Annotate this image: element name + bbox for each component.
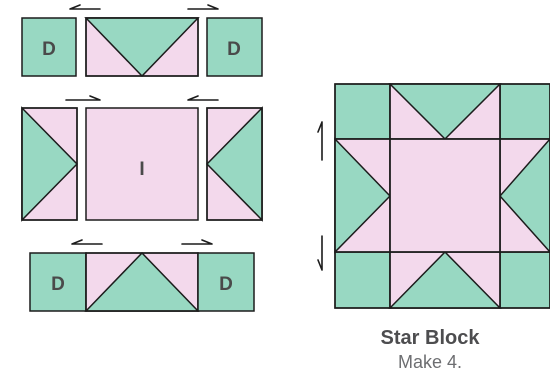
- corner-label-top-left: D: [42, 39, 56, 60]
- assembly-bottom-row: D D: [29, 239, 255, 312]
- press-arrow-left-icon: [187, 95, 219, 101]
- press-arrow-left-icon: [71, 239, 103, 245]
- assembly-top-row: D D: [21, 4, 263, 78]
- corner-label-bottom-right: D: [219, 274, 233, 295]
- flying-geese-bottom: [84, 251, 200, 312]
- press-arrow-left-icon: [69, 4, 101, 10]
- block-title: Star Block: [380, 327, 480, 349]
- corner-label-bottom-left: D: [51, 274, 65, 295]
- center-square: [85, 107, 199, 221]
- flying-geese-right: [205, 106, 263, 222]
- seam-arrow-down-icon: [317, 235, 323, 271]
- seam-arrow-up-icon: [317, 121, 323, 161]
- press-arrow-right-icon: [181, 239, 213, 245]
- block-subtitle: Make 4.: [397, 352, 463, 372]
- press-arrow-right-icon: [187, 4, 219, 10]
- flying-geese-left: [21, 106, 79, 222]
- finished-star-block: [317, 83, 550, 309]
- corner-square-bottom-left: [29, 252, 87, 312]
- flying-geese-top: [84, 17, 200, 78]
- corner-label-top-right: D: [227, 39, 241, 60]
- corner-square-top-left: [21, 17, 77, 77]
- corner-square-bottom-right: [197, 252, 255, 312]
- corner-square-top-right: [206, 17, 263, 77]
- center-label: I: [139, 159, 144, 180]
- assembly-middle-row: I: [21, 95, 263, 222]
- press-arrow-right-icon: [65, 95, 101, 101]
